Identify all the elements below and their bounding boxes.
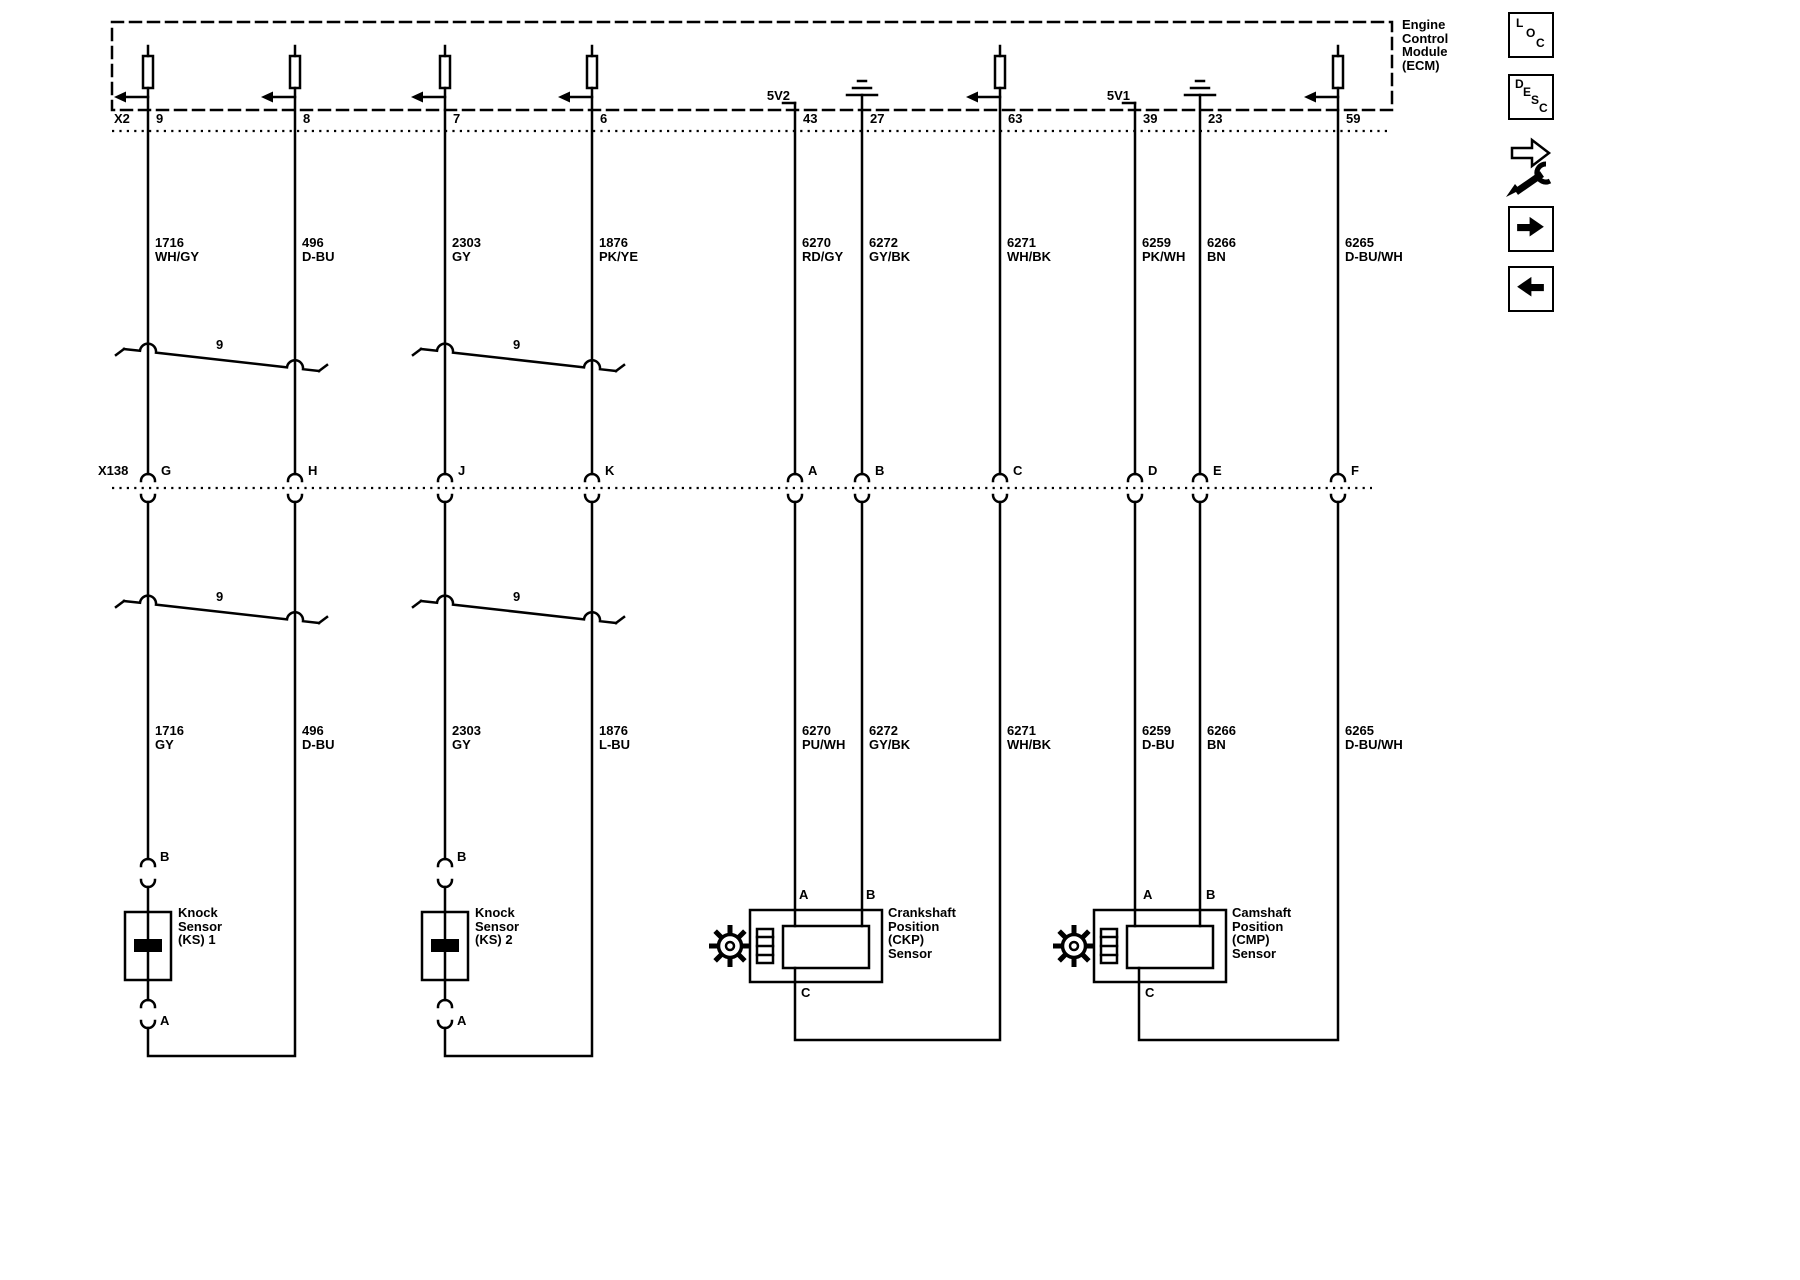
wire-label-lower: 1716 GY xyxy=(155,723,184,752)
left-arrow-icon xyxy=(1517,276,1544,297)
ecm-internal-symbols xyxy=(112,44,1345,105)
x138-pin: D xyxy=(1148,463,1158,478)
x2-pin: 9 xyxy=(156,111,164,126)
wire-label-upper: 6266 BN xyxy=(1207,235,1236,264)
ckp-pin-c: C xyxy=(801,985,811,1000)
x2-pin: 63 xyxy=(1008,111,1023,126)
ckp-pin-b: B xyxy=(866,887,876,902)
wire-label-upper: 6265 D-BU/WH xyxy=(1345,235,1403,264)
x2-pin: 7 xyxy=(453,111,461,126)
x2-pin: 39 xyxy=(1143,111,1158,126)
ks2-name: Knock Sensor (KS) 2 xyxy=(475,905,520,947)
wire-label-upper: 1716 WH/GY xyxy=(155,235,200,264)
reluctor-gear-icon xyxy=(712,928,749,965)
x2-pin: 6 xyxy=(600,111,608,126)
ks2-pin-a: A xyxy=(457,1013,467,1028)
ground-icon xyxy=(845,79,879,97)
next-button[interactable] xyxy=(1508,206,1554,252)
cmp-pin-b: B xyxy=(1206,887,1216,902)
wire-label-lower: 6259 D-BU xyxy=(1142,723,1175,752)
wire-label-lower: 6266 BN xyxy=(1207,723,1236,752)
wire-label-upper: 496 D-BU xyxy=(302,235,335,264)
twisted-pair-symbols xyxy=(114,342,626,625)
desc-letter: E xyxy=(1523,85,1532,99)
x138-pin: G xyxy=(161,463,172,478)
twist-count-label: 9 xyxy=(216,589,224,604)
wire-label-lower: 1876 L-BU xyxy=(599,723,631,752)
5v2-reference-label: 5V2 xyxy=(766,88,790,103)
knock-sensor-2-symbol xyxy=(420,910,470,982)
wire-label-upper: 6270 RD/GY xyxy=(802,235,844,264)
x138-connector-label: X138 xyxy=(98,463,129,478)
wire-label-lower: 2303 GY xyxy=(452,723,481,752)
upper-wires xyxy=(146,86,1340,476)
cmp-name: Camshaft Position (CMP) Sensor xyxy=(1232,905,1292,961)
twist-count-label: 9 xyxy=(513,589,521,604)
x2-pin: 43 xyxy=(803,111,818,126)
ckp-name: Crankshaft Position (CKP) Sensor xyxy=(888,905,956,961)
x2-pin: 27 xyxy=(870,111,885,126)
wire-label-lower: 6270 PU/WH xyxy=(802,723,846,752)
wire-label-lower: 496 D-BU xyxy=(302,723,335,752)
desc-letter: S xyxy=(1531,93,1540,107)
schematic-nav-icon[interactable] xyxy=(1504,134,1564,200)
twist-count-label: 9 xyxy=(513,337,521,352)
cmp-sensor-symbol xyxy=(1056,908,1228,984)
ground-icon xyxy=(1183,79,1217,97)
wire-label-upper: 6259 PK/WH xyxy=(1142,235,1186,264)
x138-pin: B xyxy=(875,463,885,478)
x138-pin: J xyxy=(458,463,466,478)
wire-label-lower: 6272 GY/BK xyxy=(869,723,911,752)
cmp-pin-c: C xyxy=(1145,985,1155,1000)
ecm-dashed-box xyxy=(110,20,1394,112)
loc-letter: O xyxy=(1526,26,1536,40)
x138-pin: C xyxy=(1013,463,1023,478)
ks1-name: Knock Sensor (KS) 1 xyxy=(178,905,223,947)
5v1-reference-label: 5V1 xyxy=(1106,88,1130,103)
wire-label-lower: 6265 D-BU/WH xyxy=(1345,723,1403,752)
x2-pin: 59 xyxy=(1346,111,1361,126)
x138-pin: H xyxy=(308,463,318,478)
loc-button[interactable]: L O C xyxy=(1508,12,1554,58)
x138-pin: E xyxy=(1213,463,1222,478)
desc-button[interactable]: D E S C xyxy=(1508,74,1554,120)
x138-pin: F xyxy=(1351,463,1359,478)
ecm-title: Engine Control Module (ECM) xyxy=(1402,17,1449,73)
x2-connector-label: X2 xyxy=(114,111,130,126)
x2-pin: 8 xyxy=(303,111,311,126)
wire-label-lower: 6271 WH/BK xyxy=(1007,723,1052,752)
wire-label-upper: 6272 GY/BK xyxy=(869,235,911,264)
x2-pin: 23 xyxy=(1208,111,1223,126)
desc-letter: D xyxy=(1515,77,1524,91)
lower-wires xyxy=(146,500,1340,1058)
twist-count-label: 9 xyxy=(216,337,224,352)
loc-letter: L xyxy=(1516,16,1524,30)
knock-sensor-1-symbol xyxy=(123,910,173,982)
x138-pin: A xyxy=(808,463,818,478)
loc-letter: C xyxy=(1536,36,1545,50)
wire-label-upper: 2303 GY xyxy=(452,235,481,264)
desc-letter: C xyxy=(1539,101,1548,115)
reluctor-gear-icon xyxy=(1056,928,1093,965)
cmp-pin-a: A xyxy=(1143,887,1153,902)
ckp-sensor-symbol xyxy=(712,908,884,984)
ckp-pin-a: A xyxy=(799,887,809,902)
wire-label-upper: 6271 WH/BK xyxy=(1007,235,1052,264)
wire-label-upper: 1876 PK/YE xyxy=(599,235,639,264)
right-arrow-icon xyxy=(1517,216,1544,237)
ks1-pin-b: B xyxy=(160,849,170,864)
back-button[interactable] xyxy=(1508,266,1554,312)
ks2-pin-b: B xyxy=(457,849,467,864)
x138-pin: K xyxy=(605,463,615,478)
ks1-pin-a: A xyxy=(160,1013,170,1028)
